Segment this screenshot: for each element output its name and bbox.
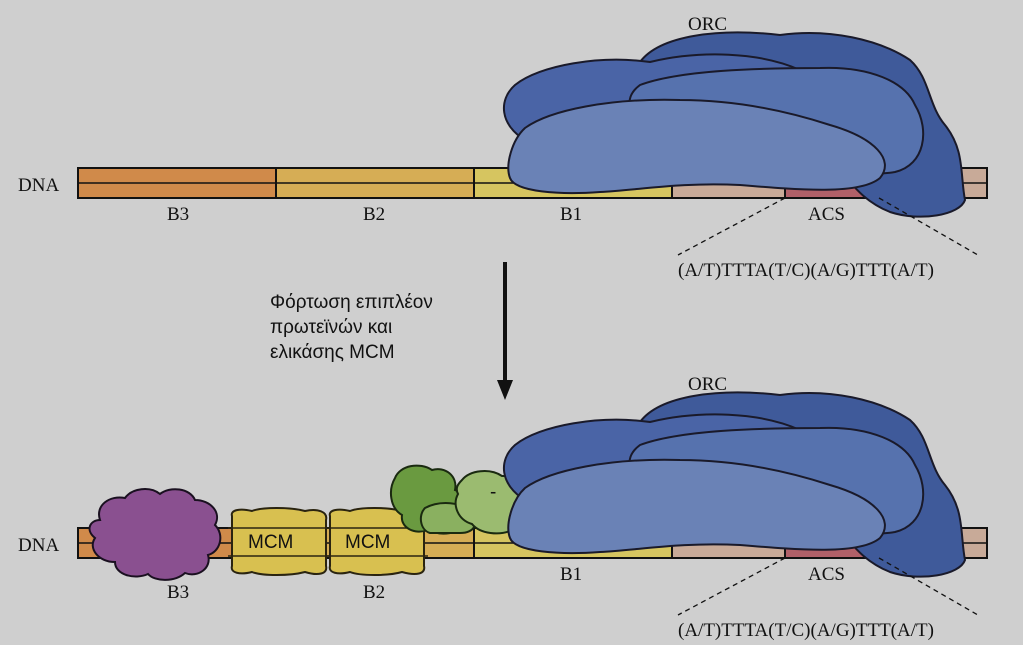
mcm-label-2: MCM — [345, 532, 390, 553]
dna-label-bottom: DNA — [18, 535, 59, 556]
b1-label-bottom: B1 — [560, 564, 582, 585]
b3-label-top: B3 — [167, 204, 189, 225]
orc-complex-top — [502, 31, 966, 218]
transition-caption: Φόρτωση επιπλέον πρωτεϊνών και ελικάσης … — [270, 290, 510, 365]
mcm-helicase-1 — [228, 507, 330, 576]
mcm-helicase-2 — [326, 507, 428, 576]
b3-label-bottom: B3 — [167, 582, 189, 603]
acs-label-bottom: ACS — [808, 564, 845, 585]
b2-label-bottom: B2 — [363, 582, 385, 603]
mcm-label-1: MCM — [248, 532, 293, 553]
transition-arrow — [497, 262, 513, 400]
top-panel: DNA ORC B3 B2 B1 ACS (A/T)TTTA(T/C)(A/G)… — [18, 14, 988, 281]
b2-label-top: B2 — [363, 204, 385, 225]
b3-bound-protein — [88, 488, 222, 581]
b1-label-top: B1 — [560, 204, 582, 225]
acs-sequence-top: (A/T)TTTA(T/C)(A/G)TTT(A/T) — [678, 260, 934, 281]
minus-mark: - — [490, 482, 496, 503]
orc-label-bottom: ORC — [688, 374, 727, 395]
orc-complex-bottom — [502, 391, 966, 578]
orc-subunit-front-bottom — [507, 458, 886, 555]
sequence-leaders-bottom — [677, 557, 979, 616]
orc-subunit-front-top — [507, 98, 886, 195]
caption-line-1: Φόρτωση επιπλέον — [270, 292, 433, 313]
dna-label-top: DNA — [18, 175, 59, 196]
orc-label-top: ORC — [688, 14, 727, 35]
acs-label-top: ACS — [808, 204, 845, 225]
acs-sequence-bottom: (A/T)TTTA(T/C)(A/G)TTT(A/T) — [678, 620, 934, 641]
caption-line-2: πρωτεϊνών και — [270, 317, 393, 338]
bottom-panel: MCM MCM - DNA ORC B3 B2 B1 ACS (A/T)TTTA… — [18, 374, 988, 641]
sequence-leaders-top — [677, 197, 979, 256]
caption-line-3: ελικάσης MCM — [270, 342, 395, 363]
